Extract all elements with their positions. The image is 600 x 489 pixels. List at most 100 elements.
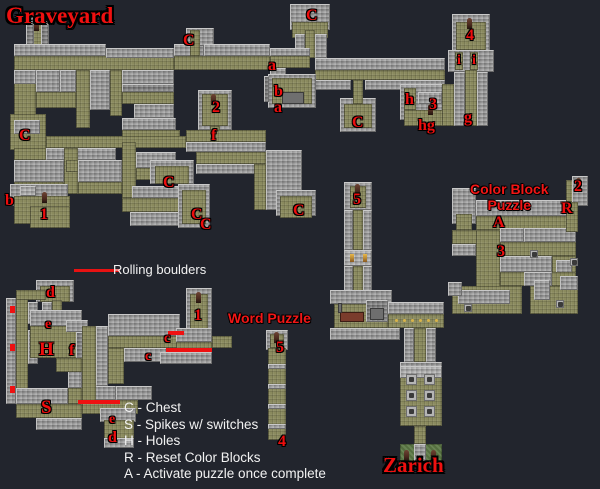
map-marker-c: C: [183, 32, 195, 49]
wall-segment: [344, 210, 353, 250]
wall-segment: [106, 48, 174, 58]
candle-decoration: [338, 303, 342, 313]
wall-segment: [363, 266, 372, 292]
pillar: [406, 406, 417, 417]
map-marker-1: 1: [194, 307, 202, 324]
floor-lights: [392, 318, 440, 322]
floor-segment: [33, 24, 42, 54]
wall-segment: [452, 244, 476, 256]
wall-segment: [344, 250, 372, 266]
floor-segment: [455, 52, 463, 70]
floor-segment: [82, 326, 96, 404]
zone-label-line: Color Block: [470, 181, 549, 197]
wall-segment: [90, 70, 110, 110]
floor-segment: [40, 286, 70, 302]
floor-segment: [465, 70, 477, 126]
wall-segment: [14, 120, 40, 134]
pillar: [406, 390, 417, 401]
map-marker-c: C: [352, 114, 364, 131]
pillar: [406, 374, 417, 385]
floor-segment: [404, 88, 416, 110]
wall-segment: [36, 418, 82, 430]
map-marker-4: 4: [466, 27, 474, 44]
wall-segment: [264, 76, 269, 102]
wall-segment: [16, 388, 68, 404]
map-marker-f: f: [69, 342, 75, 359]
grave-decoration: [576, 178, 581, 189]
floor-segment: [270, 56, 310, 68]
floor-segment: [46, 136, 186, 148]
grave-decoration: [428, 104, 433, 115]
legend-item: A - Activate puzzle once complete: [124, 466, 326, 482]
pillar: [570, 258, 578, 266]
floor-segment: [122, 142, 136, 198]
floor-segment: [414, 328, 426, 362]
wall-segment: [476, 200, 572, 216]
floor-segment: [104, 420, 134, 442]
wall-segment: [315, 58, 445, 70]
wall-segment: [36, 70, 60, 92]
floor-segment: [196, 152, 266, 164]
wall-segment: [534, 280, 550, 300]
tomb-altar: [282, 92, 304, 104]
floor-segment: [530, 286, 578, 314]
floor-segment: [442, 84, 454, 126]
map-marker-i: i: [457, 53, 461, 68]
floor-segment: [16, 298, 28, 404]
map-marker-a: a: [268, 57, 276, 74]
zone-label-line: Puzzle: [487, 197, 532, 214]
grave-decoration: [42, 192, 47, 203]
floor-segment: [174, 56, 270, 70]
floor-segment: [190, 30, 200, 56]
floor-segment: [36, 92, 76, 108]
floor-segment: [350, 186, 366, 208]
map-marker-e: e: [45, 317, 52, 332]
map-marker-5: 5: [276, 339, 284, 356]
floor-segment: [182, 190, 206, 224]
wall-segment: [176, 328, 212, 342]
wall-segment: [68, 370, 82, 388]
wall-segment: [404, 328, 414, 362]
wall-segment: [268, 424, 286, 429]
boulder-marker: [10, 386, 15, 393]
floor-segment: [78, 182, 122, 194]
floor-segment: [108, 336, 180, 348]
map-marker-a: A: [493, 214, 505, 231]
map-marker-c: C: [163, 174, 175, 191]
pillar: [424, 406, 435, 417]
wall-segment: [186, 142, 266, 152]
boulder-marker: [168, 331, 184, 335]
zone-label-line: Word Puzzle: [228, 310, 311, 326]
map-marker-3: 3: [497, 243, 505, 260]
legend-item: C - Chest: [124, 400, 182, 415]
wall-segment: [46, 148, 116, 160]
map-marker-g: g: [464, 109, 472, 126]
map-marker-2: 2: [212, 99, 220, 116]
map-marker-c: c: [145, 349, 152, 364]
map-marker-i: i: [472, 53, 476, 68]
wall-segment: [560, 276, 578, 290]
wall-segment: [330, 328, 400, 340]
map-marker-h: h: [405, 91, 414, 108]
grave-decoration: [211, 94, 216, 105]
wall-segment: [344, 266, 353, 292]
wall-segment: [60, 70, 76, 92]
floor-segment: [353, 80, 363, 104]
map-marker-c: C: [306, 7, 318, 24]
wall-segment: [116, 386, 152, 400]
floor-segment: [176, 342, 212, 352]
grave-decoration: [467, 18, 472, 29]
wall-segment: [500, 256, 552, 272]
wall-segment: [477, 72, 488, 126]
torch-decoration: [350, 254, 354, 262]
wall-segment: [524, 228, 576, 242]
wall-segment: [14, 70, 36, 84]
map-marker-4: 4: [278, 433, 286, 450]
wall-segment: [315, 34, 327, 58]
zone-label-word-puzzle: Word Puzzle: [228, 310, 311, 326]
map-marker-r: R: [561, 200, 573, 217]
map-marker-hg: hg: [418, 117, 435, 134]
map-marker-c: C: [200, 216, 212, 233]
